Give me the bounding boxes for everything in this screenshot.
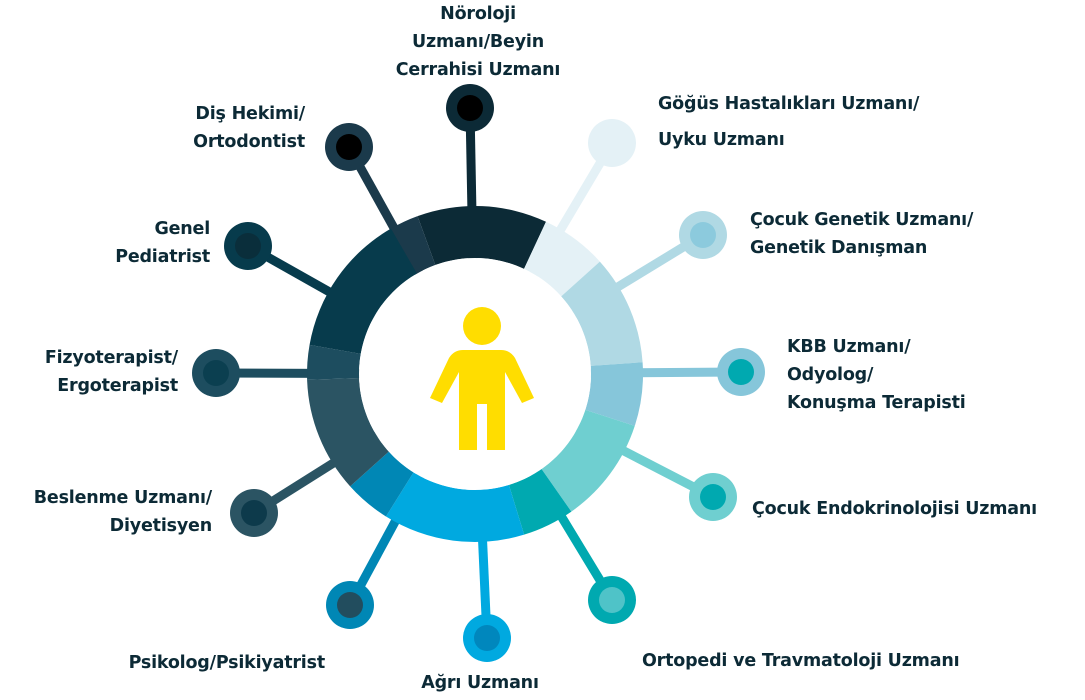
label-agri: Ağrı Uzmanı [380, 669, 580, 697]
label-line: Fizyoterapist/ [44, 348, 178, 368]
label-line: Pediatrist [115, 247, 210, 267]
label-line: Nöroloji [440, 4, 516, 24]
node-dot-kbb [728, 359, 754, 385]
node-dot-agri [474, 625, 500, 651]
label-line: Çocuk Endokrinolojisi Uzmanı [752, 499, 1037, 519]
ring-segment-gogus [524, 221, 600, 297]
label-ortopedi: Ortopedi ve Travmatoloji Uzmanı [642, 647, 960, 675]
label-dis: Diş Hekimi/ Ortodontist [100, 100, 305, 156]
label-line: Genel [154, 219, 210, 239]
node-dot-psikolog [337, 592, 363, 618]
node-dot-pediatrist [235, 233, 261, 259]
label-gogus: Göğüs Hastalıkları Uzmanı/ Uyku Uzmanı [658, 90, 919, 154]
ring-segment-noroloji [417, 205, 546, 269]
node-dot-fizyoterapist [203, 360, 229, 386]
node-dot-beslenme [241, 500, 267, 526]
node-dot-genetik [690, 222, 716, 248]
label-line: Göğüs Hastalıkları Uzmanı/ [658, 94, 920, 114]
label-line: Diyetisyen [109, 516, 213, 536]
label-line: Ergoterapist [57, 376, 178, 396]
node-dot-dis [336, 134, 362, 160]
node-dot-endokrin [700, 484, 726, 510]
label-endokrin: Çocuk Endokrinolojisi Uzmanı [752, 495, 1037, 523]
label-psikolog: Psikolog/Psikiyatrist [60, 649, 326, 677]
label-beslenme: Beslenme Uzmanı/ Diyetisyen [0, 484, 212, 540]
label-line: Konuşma Terapisti [787, 393, 966, 413]
ring-segment-psikolog [350, 451, 414, 517]
ring-segment-ortopedi [508, 469, 572, 535]
label-line: Odyolog/ [787, 365, 874, 385]
label-line: Çocuk Genetik Uzmanı/ [750, 210, 974, 230]
ring-segment-kbb [585, 362, 643, 426]
label-line: Beslenme Uzmanı/ [33, 488, 212, 508]
label-line: Ağrı Uzmanı [421, 673, 539, 693]
label-line: Cerrahisi Uzmanı [395, 60, 561, 80]
node-dot-gogus [599, 130, 625, 156]
label-line: Diş Hekimi/ [195, 104, 305, 124]
ring-segment-endokrin [541, 409, 635, 512]
label-line: Uyku Uzmanı [658, 130, 785, 150]
label-line: KBB Uzmanı/ [787, 337, 911, 357]
ring-segment-dis [391, 216, 436, 274]
label-line: Psikolog/Psikiyatrist [128, 653, 326, 673]
child-figure-icon [430, 307, 534, 450]
ring-segment-pediatrist [309, 228, 417, 354]
ring-segment-agri [385, 472, 525, 542]
label-line: Ortodontist [193, 132, 305, 152]
label-line: Genetik Danışman [750, 238, 928, 258]
ring-segment-fizyoterapist [307, 344, 361, 380]
label-kbb: KBB Uzmanı/ Odyolog/ Konuşma Terapisti [787, 333, 966, 417]
label-noroloji: Nöroloji Uzmanı/Beyin Cerrahisi Uzmanı [378, 0, 578, 84]
label-line: Ortopedi ve Travmatoloji Uzmanı [642, 651, 960, 671]
label-fizyoterapist: Fizyoterapist/ Ergoterapist [0, 344, 178, 400]
node-dot-noroloji [457, 95, 483, 121]
ring-segment-beslenme [307, 378, 389, 487]
label-pediatrist: Genel Pediatrist [60, 215, 210, 271]
ring-segment-genetik [561, 261, 643, 366]
label-line: Uzmanı/Beyin [412, 32, 544, 52]
label-genetik: Çocuk Genetik Uzmanı/ Genetik Danışman [750, 206, 973, 262]
node-dot-ortopedi [599, 587, 625, 613]
